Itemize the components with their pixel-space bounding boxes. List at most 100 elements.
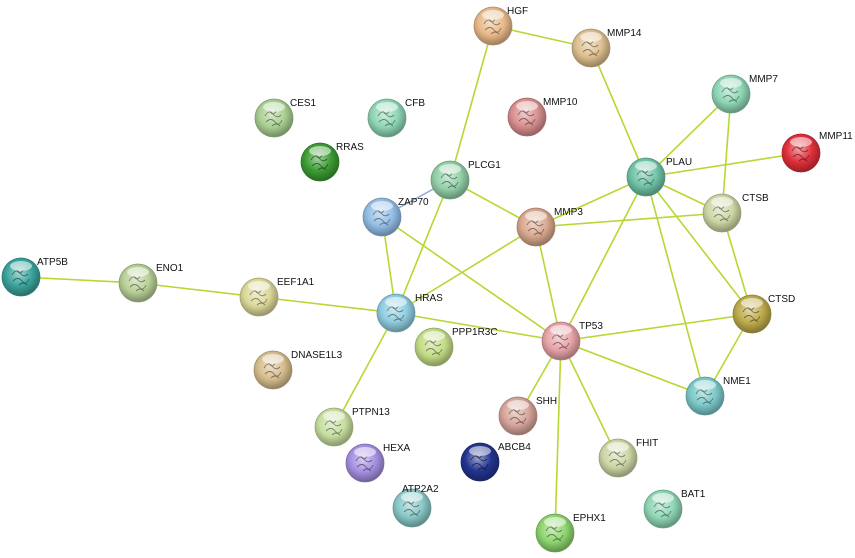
node-highlight xyxy=(580,32,602,42)
node-abcb4[interactable]: ABCB4 xyxy=(460,442,531,482)
node-highlight xyxy=(507,400,529,410)
edge-zap70-tp53 xyxy=(381,216,562,342)
edge-hgf-plcg1 xyxy=(449,25,494,181)
node-highlight xyxy=(544,517,566,527)
protein-structure-icon xyxy=(440,172,459,189)
edge-mmp7-plau xyxy=(645,93,732,178)
node-dnase1l3[interactable]: DNASE1L3 xyxy=(253,350,343,390)
node-highlight xyxy=(385,297,407,307)
node-label: MMP11 xyxy=(819,131,853,142)
protein-structure-icon xyxy=(551,333,570,350)
node-label: ABCB4 xyxy=(498,442,531,453)
node-highlight xyxy=(248,281,270,291)
edge-tp53-ephx1 xyxy=(554,340,562,534)
node-label: EPHX1 xyxy=(573,513,606,524)
protein-structure-icon xyxy=(310,154,329,171)
node-label: DNASE1L3 xyxy=(291,350,343,361)
protein-structure-icon xyxy=(424,339,443,356)
edge-eno1-eef1a1 xyxy=(137,282,260,298)
node-hexa[interactable]: HEXA xyxy=(345,443,411,483)
node-label: NME1 xyxy=(723,376,751,387)
node-mmp10[interactable]: MMP10 xyxy=(507,97,578,137)
node-highlight xyxy=(262,354,284,364)
node-ctsb[interactable]: CTSB xyxy=(702,193,769,233)
node-label: ZAP70 xyxy=(398,197,429,208)
protein-structure-icon xyxy=(249,289,268,306)
edge-mmp11-plau xyxy=(645,152,802,178)
node-mmp7[interactable]: MMP7 xyxy=(711,74,778,114)
node-tp53[interactable]: TP53 xyxy=(541,321,603,361)
protein-structure-icon xyxy=(355,455,374,472)
node-label: ATP2A2 xyxy=(402,484,439,495)
node-highlight xyxy=(323,411,345,421)
node-label: CTSD xyxy=(768,294,795,305)
node-mmp11[interactable]: MMP11 xyxy=(781,131,853,173)
node-label: PPP1R3C xyxy=(452,327,498,338)
node-plau[interactable]: PLAU xyxy=(626,157,692,197)
node-hgf[interactable]: HGF xyxy=(473,6,528,46)
node-label: MMP7 xyxy=(749,74,778,85)
node-highlight xyxy=(635,161,657,171)
edge-atp5b-eno1 xyxy=(20,276,139,284)
node-highlight xyxy=(423,331,445,341)
node-label: ATP5B xyxy=(37,257,68,268)
node-highlight xyxy=(741,298,763,308)
node-highlight xyxy=(371,201,393,211)
node-eno1[interactable]: ENO1 xyxy=(118,263,184,303)
node-highlight xyxy=(516,101,538,111)
edge-mmp3-tp53 xyxy=(535,226,562,342)
node-atp5b[interactable]: ATP5B xyxy=(1,257,68,297)
node-label: HGF xyxy=(507,6,528,17)
node-nme1[interactable]: NME1 xyxy=(685,376,751,416)
node-ptpn13[interactable]: PTPN13 xyxy=(314,407,390,447)
node-highlight xyxy=(550,325,572,335)
node-highlight xyxy=(482,10,504,20)
node-eef1a1[interactable]: EEF1A1 xyxy=(239,277,315,317)
node-ppp1r3c[interactable]: PPP1R3C xyxy=(414,327,498,367)
node-label: PTPN13 xyxy=(352,407,390,418)
node-zap70[interactable]: ZAP70 xyxy=(362,197,429,237)
node-highlight xyxy=(711,197,733,207)
node-shh[interactable]: SHH xyxy=(498,396,557,436)
node-mmp14[interactable]: MMP14 xyxy=(571,28,642,68)
node-label: SHH xyxy=(536,396,557,407)
node-highlight xyxy=(401,492,423,502)
node-label: PLCG1 xyxy=(468,160,501,171)
node-highlight xyxy=(127,267,149,277)
protein-structure-icon xyxy=(128,275,147,292)
edge-tp53-fhit xyxy=(560,340,619,459)
node-plcg1[interactable]: PLCG1 xyxy=(430,160,501,200)
node-ctsd[interactable]: CTSD xyxy=(732,294,795,334)
node-fhit[interactable]: FHIT xyxy=(598,438,658,478)
node-label: ENO1 xyxy=(156,263,184,274)
protein-structure-icon xyxy=(636,169,655,186)
protein-structure-icon xyxy=(402,500,421,517)
edge-hras-ptpn13 xyxy=(333,312,397,428)
node-ces1[interactable]: CES1 xyxy=(254,98,317,138)
protein-structure-icon xyxy=(791,145,810,162)
protein-structure-icon xyxy=(508,408,527,425)
protein-structure-icon xyxy=(742,306,761,323)
node-highlight xyxy=(720,78,742,88)
protein-structure-icon xyxy=(483,18,502,35)
edge-plau-mmp3 xyxy=(535,176,647,228)
node-hras[interactable]: HRAS xyxy=(376,293,443,333)
node-highlight xyxy=(354,447,376,457)
node-cfb[interactable]: CFB xyxy=(367,98,425,138)
edge-mmp3-ctsb xyxy=(535,212,723,228)
node-label: MMP14 xyxy=(607,28,642,39)
protein-structure-icon xyxy=(264,110,283,127)
edge-mmp14-plau xyxy=(590,47,647,178)
node-mmp3[interactable]: MMP3 xyxy=(516,207,583,247)
node-atp2a2[interactable]: ATP2A2 xyxy=(392,484,439,528)
node-highlight xyxy=(790,137,812,147)
node-highlight xyxy=(469,446,491,456)
node-label: MMP10 xyxy=(543,97,578,108)
node-rras[interactable]: RRAS xyxy=(300,142,364,182)
node-bat1[interactable]: BAT1 xyxy=(643,489,706,529)
node-label: CES1 xyxy=(290,98,317,109)
protein-structure-icon xyxy=(608,450,627,467)
node-ephx1[interactable]: EPHX1 xyxy=(535,513,606,553)
